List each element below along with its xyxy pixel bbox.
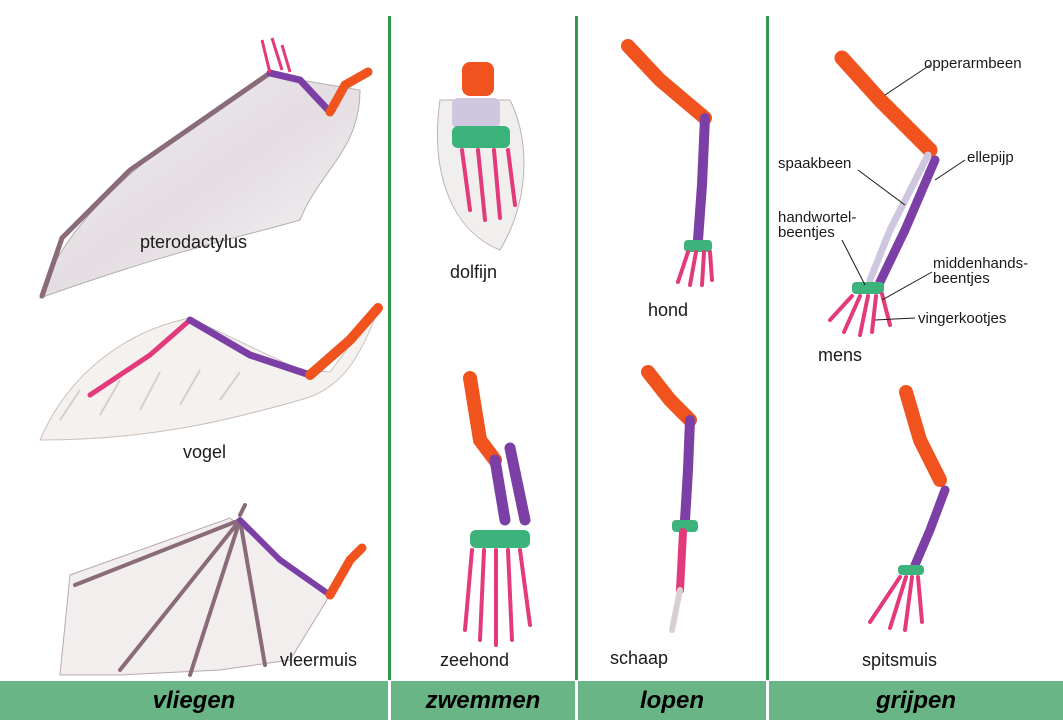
pterodactylus-wing — [40, 38, 368, 298]
label-handwortelbeentjes: handwortel- beentjes — [778, 210, 856, 240]
category-zwemmen: zwemmen — [391, 684, 575, 718]
seal-flipper — [465, 378, 530, 645]
label-middenhandsbeentjes: middenhands- beentjes — [933, 256, 1028, 286]
label-opperarmbeen: opperarmbeen — [924, 56, 1022, 71]
shrew-leg — [870, 392, 945, 630]
label-vingerkootjes: vingerkootjes — [918, 311, 1006, 326]
label-vleermuis: vleermuis — [280, 650, 357, 671]
label-zeehond: zeehond — [440, 650, 509, 671]
dolphin-flipper — [438, 62, 524, 250]
category-vliegen: vliegen — [0, 684, 388, 718]
label-dolfijn: dolfijn — [450, 262, 497, 283]
limb-illustrations — [0, 0, 1063, 680]
category-grijpen: grijpen — [769, 684, 1063, 718]
human-arm — [830, 58, 935, 335]
label-ellepijp: ellepijp — [967, 150, 1014, 165]
label-hond: hond — [648, 300, 688, 321]
sheep-leg — [648, 372, 698, 630]
label-vogel: vogel — [183, 442, 226, 463]
label-mens: mens — [818, 345, 862, 366]
label-spitsmuis: spitsmuis — [862, 650, 937, 671]
dog-leg — [628, 46, 712, 285]
label-schaap: schaap — [610, 648, 668, 669]
bird-wing — [40, 305, 380, 440]
category-lopen: lopen — [578, 684, 766, 718]
label-spaakbeen: spaakbeen — [778, 156, 851, 171]
label-pterodactylus: pterodactylus — [140, 232, 247, 253]
